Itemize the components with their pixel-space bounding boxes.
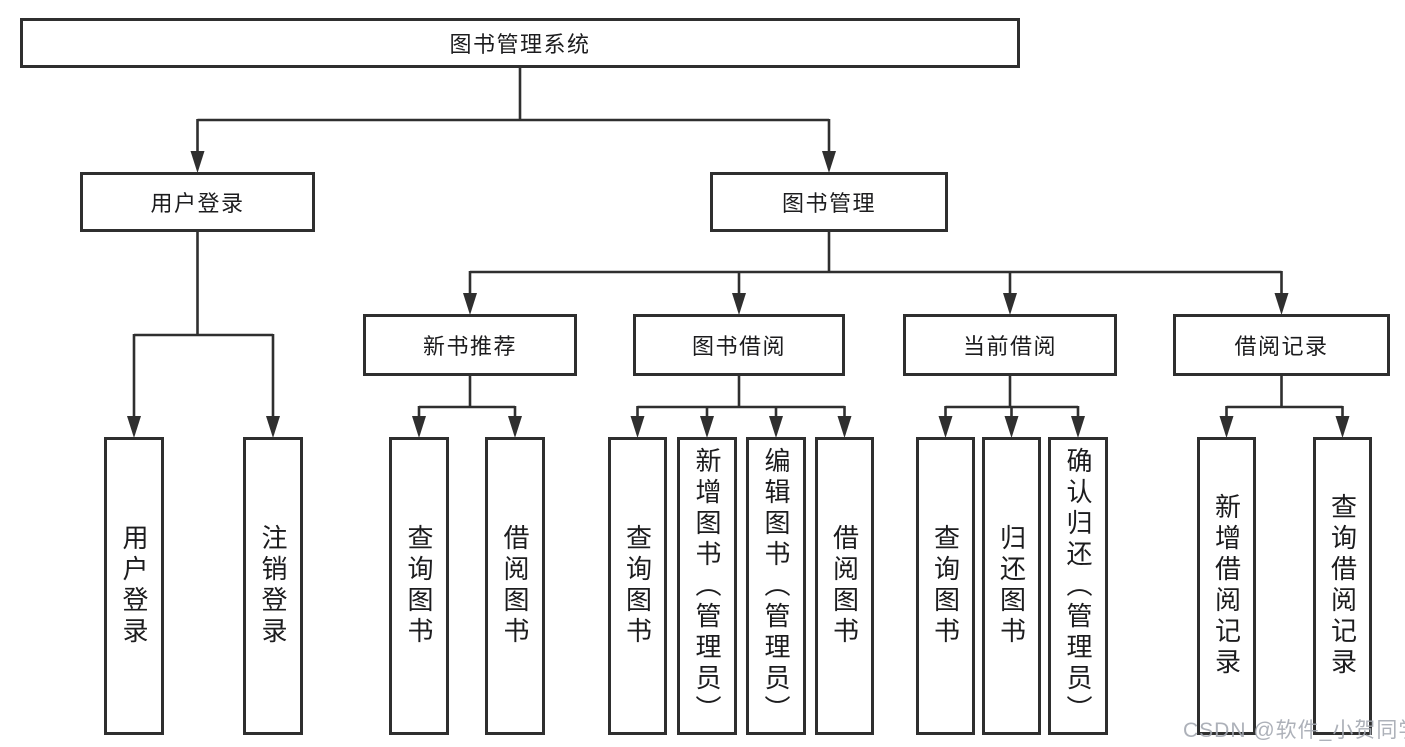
edge-leaf-user-login-arrowhead-icon xyxy=(127,416,141,438)
node-leaf-query-book-c: 查询图书 xyxy=(916,437,975,735)
node-leaf-confirm-return: 确认归还（管理员） xyxy=(1048,437,1108,735)
edge-leaf-logout-arrowhead-icon xyxy=(266,416,280,438)
edge-leaf-query-book-a-arrowhead-icon xyxy=(412,416,426,438)
node-label-current-borrow: 当前借阅 xyxy=(962,334,1057,359)
edge-book-mgmt-arrowhead-icon xyxy=(822,151,836,173)
node-label-leaf-query-book-a: 查询图书 xyxy=(404,524,434,648)
node-borrow-records: 借阅记录 xyxy=(1173,314,1390,376)
edge-leaf-add-book-arrowhead-icon xyxy=(700,416,714,438)
edge-new-book-rec-arrowhead-icon xyxy=(463,293,477,315)
node-label-root: 图书管理系统 xyxy=(449,32,591,57)
node-label-leaf-logout: 注销登录 xyxy=(258,524,288,648)
node-label-leaf-confirm-return: 确认归还（管理员） xyxy=(1063,446,1093,726)
edge-leaf-confirm-return-arrowhead-icon xyxy=(1071,416,1085,438)
node-label-leaf-add-book: 新增图书（管理员） xyxy=(692,446,722,726)
edge-leaf-query-book-b-arrowhead-icon xyxy=(630,416,645,438)
node-user-login: 用户登录 xyxy=(80,172,315,232)
node-leaf-borrow-book-b: 借阅图书 xyxy=(815,437,874,735)
node-label-leaf-return-book: 归还图书 xyxy=(996,524,1027,648)
edge-leaf-query-book-c-arrowhead-icon xyxy=(938,416,953,438)
node-label-leaf-query-book-c: 查询图书 xyxy=(930,524,961,648)
node-leaf-add-record: 新增借阅记录 xyxy=(1197,437,1256,735)
edge-user-login-arrowhead-icon xyxy=(190,151,205,173)
node-leaf-edit-book: 编辑图书（管理员） xyxy=(746,437,806,735)
edge-leaf-query-record-arrowhead-icon xyxy=(1335,416,1350,438)
node-label-leaf-edit-book: 编辑图书（管理员） xyxy=(761,446,791,726)
node-label-leaf-query-record: 查询借阅记录 xyxy=(1327,493,1358,679)
node-label-leaf-user-login: 用户登录 xyxy=(119,524,149,648)
edge-leaf-edit-book-arrowhead-icon xyxy=(769,416,783,438)
edge-leaf-return-book-arrowhead-icon xyxy=(1004,416,1019,438)
edge-borrow-records-arrowhead-icon xyxy=(1274,293,1289,315)
node-leaf-user-login: 用户登录 xyxy=(104,437,164,735)
node-label-book-mgmt: 图书管理 xyxy=(781,191,876,216)
node-leaf-query-book-a: 查询图书 xyxy=(389,437,449,735)
node-label-user-login: 用户登录 xyxy=(150,191,245,216)
node-leaf-return-book: 归还图书 xyxy=(982,437,1041,735)
node-book-mgmt: 图书管理 xyxy=(710,172,948,232)
node-label-new-book-rec: 新书推荐 xyxy=(422,334,517,359)
node-book-borrow: 图书借阅 xyxy=(633,314,845,376)
node-label-leaf-borrow-book-a: 借阅图书 xyxy=(500,524,530,648)
node-root: 图书管理系统 xyxy=(20,18,1020,68)
edge-leaf-borrow-book-b-arrowhead-icon xyxy=(837,416,852,438)
node-label-book-borrow: 图书借阅 xyxy=(691,334,786,359)
node-label-leaf-add-record: 新增借阅记录 xyxy=(1211,493,1242,679)
node-leaf-logout: 注销登录 xyxy=(243,437,303,735)
node-current-borrow: 当前借阅 xyxy=(903,314,1117,376)
node-leaf-add-book: 新增图书（管理员） xyxy=(677,437,737,735)
node-label-leaf-borrow-book-b: 借阅图书 xyxy=(829,524,860,648)
edge-book-borrow-arrowhead-icon xyxy=(732,293,746,315)
edge-leaf-borrow-book-a-arrowhead-icon xyxy=(508,416,522,438)
edge-current-borrow-arrowhead-icon xyxy=(1003,293,1017,315)
node-leaf-query-book-b: 查询图书 xyxy=(608,437,667,735)
edge-leaf-add-record-arrowhead-icon xyxy=(1219,416,1234,438)
node-leaf-query-record: 查询借阅记录 xyxy=(1313,437,1372,735)
node-new-book-rec: 新书推荐 xyxy=(363,314,577,376)
watermark: CSDN @软件_小贺同学 xyxy=(1183,719,1405,742)
node-leaf-borrow-book-a: 借阅图书 xyxy=(485,437,545,735)
node-label-borrow-records: 借阅记录 xyxy=(1234,334,1329,359)
node-label-leaf-query-book-b: 查询图书 xyxy=(622,524,653,648)
